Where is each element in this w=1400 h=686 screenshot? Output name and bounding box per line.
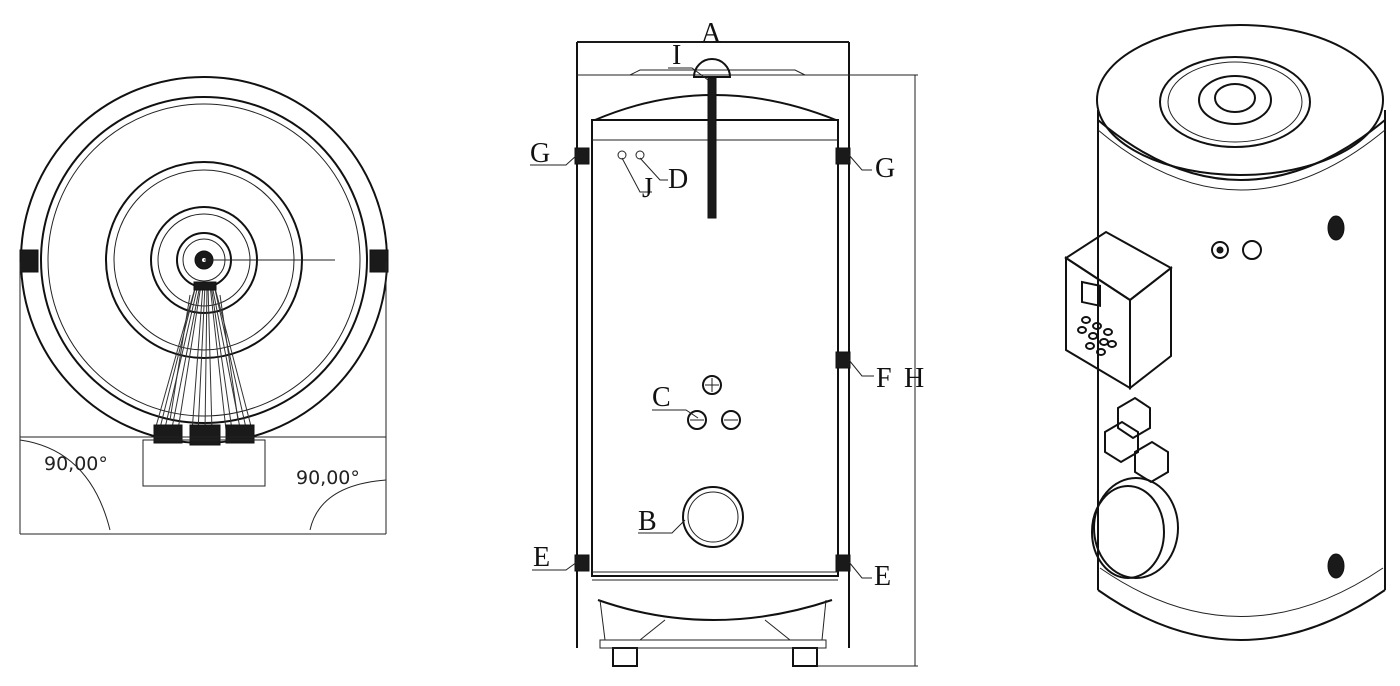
label-E-left: E bbox=[533, 542, 550, 573]
front-view-stand-brace-left bbox=[639, 619, 666, 641]
perspective-heater-block-1 bbox=[1117, 396, 1151, 440]
socket-G-right bbox=[835, 147, 851, 165]
leader-G-left bbox=[530, 154, 578, 166]
leader-E-left bbox=[532, 561, 578, 571]
perspective-sensor-1-dot bbox=[1216, 246, 1224, 254]
sensor-pocket-D bbox=[635, 150, 645, 160]
perspective-bottom-band bbox=[1099, 567, 1384, 617]
perspective-sensor-1 bbox=[1211, 241, 1229, 259]
perspective-top-boss bbox=[1214, 83, 1256, 113]
perspective-top-flange-inner bbox=[1198, 75, 1272, 125]
label-I: I bbox=[672, 40, 681, 71]
control-box-side bbox=[1129, 265, 1172, 391]
label-A: A bbox=[701, 18, 722, 49]
top-view-connector-right bbox=[225, 424, 255, 444]
front-view-foot-right bbox=[792, 647, 818, 667]
label-D: D bbox=[668, 164, 688, 195]
top-view-cable-clamp bbox=[193, 281, 217, 291]
top-view-side-socket-left bbox=[19, 249, 39, 273]
perspective-top-band-2 bbox=[1097, 129, 1386, 191]
top-view-angle-arc-right bbox=[309, 479, 387, 531]
top-view-side-socket-right bbox=[369, 249, 389, 273]
angle-label-right: 90,00° bbox=[296, 467, 360, 489]
leader-E-right bbox=[848, 561, 872, 579]
leader-F bbox=[848, 359, 874, 377]
control-box-keypad bbox=[1077, 316, 1117, 356]
perspective-heater-block-2 bbox=[1104, 420, 1139, 464]
inspection-flange-outer bbox=[682, 486, 744, 548]
heater-port-right bbox=[721, 410, 741, 430]
label-F: F bbox=[876, 363, 892, 394]
leader-I bbox=[668, 67, 709, 81]
perspective-inspection-flange bbox=[1091, 485, 1165, 579]
heater-port-left bbox=[687, 410, 707, 430]
front-view-stand-brace-right bbox=[764, 619, 791, 641]
top-view-angle-arc-left bbox=[19, 439, 111, 531]
inspection-flange-inner bbox=[687, 491, 739, 543]
top-view-bracket bbox=[142, 439, 266, 487]
leader-D bbox=[639, 157, 668, 181]
socket-F bbox=[835, 351, 851, 369]
top-view-tank-ring-outer bbox=[40, 96, 368, 424]
anode-rod bbox=[707, 77, 717, 219]
perspective-body bbox=[1097, 110, 1386, 590]
perspective-socket-bottom bbox=[1327, 553, 1345, 579]
leader-B bbox=[638, 519, 686, 534]
front-view: A I G G J D C F H B E E bbox=[530, 18, 924, 667]
perspective-sensor-2 bbox=[1242, 240, 1262, 260]
perspective-top-flange-outer bbox=[1159, 56, 1311, 148]
label-B: B bbox=[638, 506, 657, 537]
perspective-top-flange-mid bbox=[1167, 61, 1303, 143]
front-view-top-port-dome bbox=[692, 58, 732, 78]
perspective-inspection-flange-back bbox=[1093, 477, 1179, 579]
perspective-top-ellipse bbox=[1096, 24, 1384, 176]
socket-G-left bbox=[574, 147, 590, 165]
label-C: C bbox=[652, 382, 671, 413]
top-view-tank-ring-inner bbox=[47, 103, 361, 417]
perspective-view bbox=[1064, 24, 1386, 641]
socket-E-right bbox=[835, 554, 851, 572]
top-view-cable-bundle bbox=[154, 284, 253, 433]
leader-G-right bbox=[848, 154, 872, 171]
perspective-top-band bbox=[1097, 119, 1386, 181]
label-G-right: G bbox=[875, 153, 895, 184]
leader-J bbox=[621, 157, 652, 193]
label-J: J bbox=[642, 173, 653, 204]
label-E-right: E bbox=[874, 561, 891, 592]
label-H: H bbox=[904, 363, 924, 394]
top-view-connector-center bbox=[189, 424, 221, 446]
socket-E-left bbox=[574, 554, 590, 572]
sensor-pocket-J bbox=[617, 150, 627, 160]
heater-port-top bbox=[702, 375, 722, 395]
front-view-base bbox=[599, 639, 827, 649]
label-G-left: G bbox=[530, 138, 550, 169]
top-view-connector-left bbox=[153, 424, 183, 444]
perspective-socket-top bbox=[1327, 215, 1345, 241]
front-view-top-cover bbox=[629, 69, 806, 76]
angle-label-left: 90,00° bbox=[44, 453, 108, 475]
leader-C bbox=[652, 409, 699, 419]
perspective-bottom-curve bbox=[1097, 589, 1386, 641]
top-view: 90,00° 90,00° bbox=[19, 76, 389, 535]
control-box-display bbox=[1081, 280, 1101, 308]
front-view-foot-left bbox=[612, 647, 638, 667]
front-view-bottom-dome bbox=[597, 599, 833, 621]
perspective-heater-block-3 bbox=[1134, 440, 1169, 484]
